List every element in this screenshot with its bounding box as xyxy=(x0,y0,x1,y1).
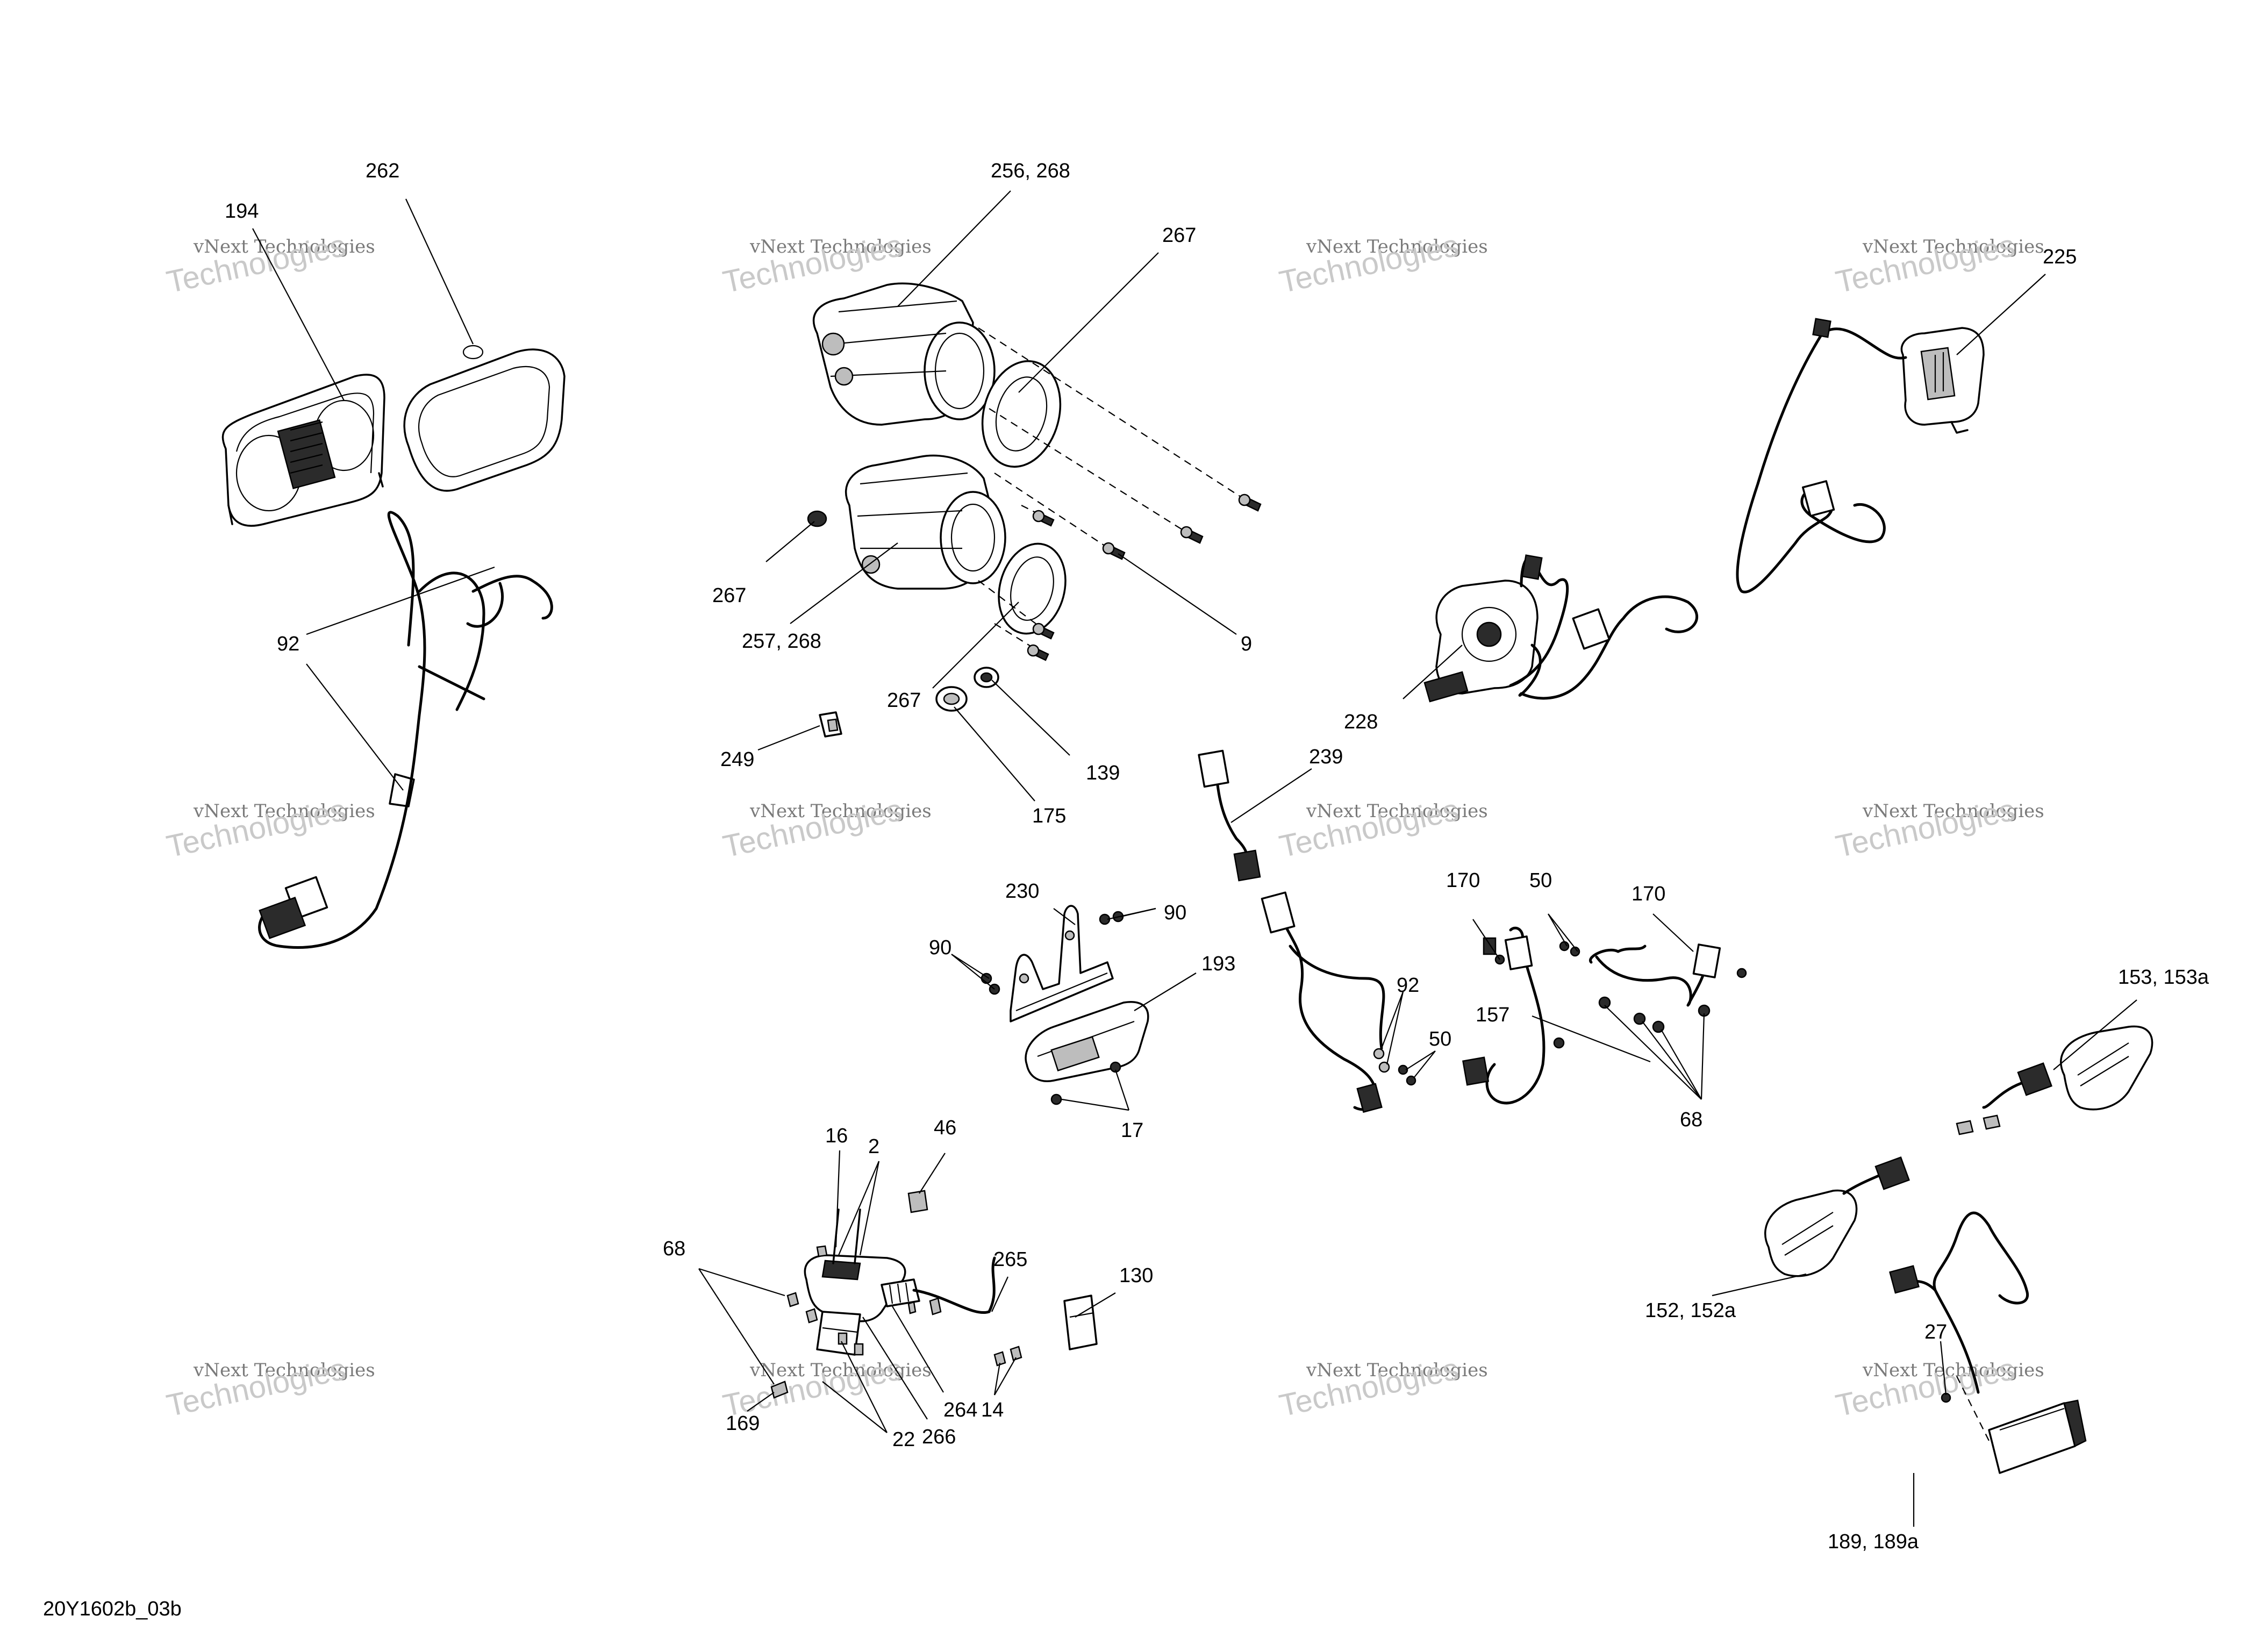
callout-264: 264 xyxy=(943,1399,977,1421)
drawing-code: 20Y1602b_03b xyxy=(43,1598,182,1620)
callout-239: 239 xyxy=(1309,746,1343,768)
callout-17: 17 xyxy=(1121,1119,1143,1142)
watermark: vNext Technologies Technologies xyxy=(1833,228,2044,300)
watermark: vNext Technologies Technologies xyxy=(163,1351,375,1424)
turn-signal-rear-part xyxy=(1764,1156,1910,1277)
callout-139: 139 xyxy=(1086,762,1120,784)
callout-189-189a: 189, 189a xyxy=(1828,1531,1919,1553)
screw xyxy=(1238,494,1262,512)
callout-152-152a: 152, 152a xyxy=(1645,1299,1736,1322)
center-harness-part xyxy=(1261,891,1390,1113)
lever-assembly-part xyxy=(770,1190,1098,1399)
watermark: vNext Technologies Technologies xyxy=(1276,228,1488,300)
trim-ring-upper-part xyxy=(981,360,1062,468)
callout-27: 27 xyxy=(1924,1321,1947,1343)
callout-16: 16 xyxy=(825,1125,848,1147)
handlebar-switch-part xyxy=(1736,318,1985,593)
watermark: vNext Technologies Technologies xyxy=(163,792,375,864)
watermark-line1: vNext Technologies xyxy=(1306,1360,1488,1381)
watermark: vNext Technologies Technologies xyxy=(720,792,932,864)
headlight-lower-part xyxy=(845,454,1006,590)
turn-signal-harness-part xyxy=(1462,926,1721,1105)
callout-68-right: 68 xyxy=(1680,1109,1702,1131)
clip-part xyxy=(819,711,842,738)
watermark: vNext Technologies Technologies xyxy=(1833,792,2044,864)
callout-46: 46 xyxy=(934,1117,956,1139)
callout-22: 22 xyxy=(892,1428,915,1451)
callout-2: 2 xyxy=(868,1135,879,1158)
callout-265: 265 xyxy=(993,1248,1027,1271)
callout-170-right: 170 xyxy=(1632,883,1665,905)
callout-50-bottom: 50 xyxy=(1429,1028,1451,1050)
screw xyxy=(1102,542,1126,560)
watermark-line1: vNext Technologies xyxy=(1862,236,2044,258)
callout-169: 169 xyxy=(726,1412,760,1435)
callout-257-268: 257, 268 xyxy=(742,630,821,653)
callout-68-left: 68 xyxy=(663,1238,685,1260)
watermark: vNext Technologies Technologies xyxy=(163,228,375,300)
watermark: vNext Technologies Technologies xyxy=(1833,1351,2044,1424)
bracket-part xyxy=(1010,905,1114,1022)
callout-153-153a: 153, 153a xyxy=(2118,966,2209,989)
screw xyxy=(1027,644,1049,661)
headlight-upper-part xyxy=(813,282,996,426)
callout-90-left: 90 xyxy=(929,936,951,959)
instrument-cluster-part xyxy=(221,374,385,527)
switch-housing-part xyxy=(1423,554,1699,703)
callout-266: 266 xyxy=(922,1426,956,1448)
screw xyxy=(1032,623,1055,640)
callout-157: 157 xyxy=(1476,1004,1509,1026)
watermark-line1: vNext Technologies xyxy=(749,236,932,258)
callout-230: 230 xyxy=(1005,880,1039,903)
callout-225: 225 xyxy=(2043,246,2077,268)
watermark-line1: vNext Technologies xyxy=(193,800,375,822)
turn-signal-front-part xyxy=(1956,1025,2153,1135)
watermark-line1: vNext Technologies xyxy=(1862,800,2044,822)
callout-92-center: 92 xyxy=(1397,974,1419,997)
regulator-module-part xyxy=(1889,1211,2087,1474)
bezel-part xyxy=(403,345,566,492)
callout-228: 228 xyxy=(1344,711,1378,733)
callout-labels: 262 194 256, 268 267 225 267 257, 268 9 … xyxy=(225,160,2209,1553)
screw xyxy=(1180,526,1204,544)
watermark-line1: vNext Technologies xyxy=(1306,236,1488,258)
connector-harness-part xyxy=(1198,749,1261,882)
leader-lines xyxy=(252,190,2137,1527)
watermark-line1: vNext Technologies xyxy=(193,1360,375,1381)
callout-267-upper: 267 xyxy=(1162,224,1196,247)
callout-130: 130 xyxy=(1119,1264,1153,1287)
callout-267-nut: 267 xyxy=(712,584,746,607)
trim-ring-lower-part xyxy=(998,542,1067,635)
callout-194: 194 xyxy=(225,200,259,223)
callout-9: 9 xyxy=(1241,633,1252,655)
callout-90-right: 90 xyxy=(1164,902,1186,924)
callout-193: 193 xyxy=(1201,953,1235,975)
callout-50-top: 50 xyxy=(1529,869,1552,892)
watermark-line1: vNext Technologies xyxy=(1306,800,1488,822)
grommet-parts xyxy=(935,667,999,712)
callout-267-lower: 267 xyxy=(887,689,921,712)
callout-170-left: 170 xyxy=(1446,869,1480,892)
control-module-part xyxy=(1025,1001,1149,1082)
watermark-line1: vNext Technologies xyxy=(749,800,932,822)
fasteners xyxy=(981,911,1747,1105)
watermark: vNext Technologies Technologies xyxy=(1276,1351,1488,1424)
watermark-line1: vNext Technologies xyxy=(1862,1360,2044,1381)
watermark-line1: vNext Technologies xyxy=(193,236,375,258)
callout-262: 262 xyxy=(366,160,399,182)
callout-92-left: 92 xyxy=(277,633,299,655)
callout-249: 249 xyxy=(720,748,754,771)
left-harness-part xyxy=(258,511,553,949)
screw xyxy=(1032,510,1055,527)
watermark: vNext Technologies Technologies xyxy=(1276,792,1488,864)
callout-14: 14 xyxy=(981,1399,1004,1421)
callout-175: 175 xyxy=(1032,805,1066,827)
callout-256-268: 256, 268 xyxy=(991,160,1070,182)
